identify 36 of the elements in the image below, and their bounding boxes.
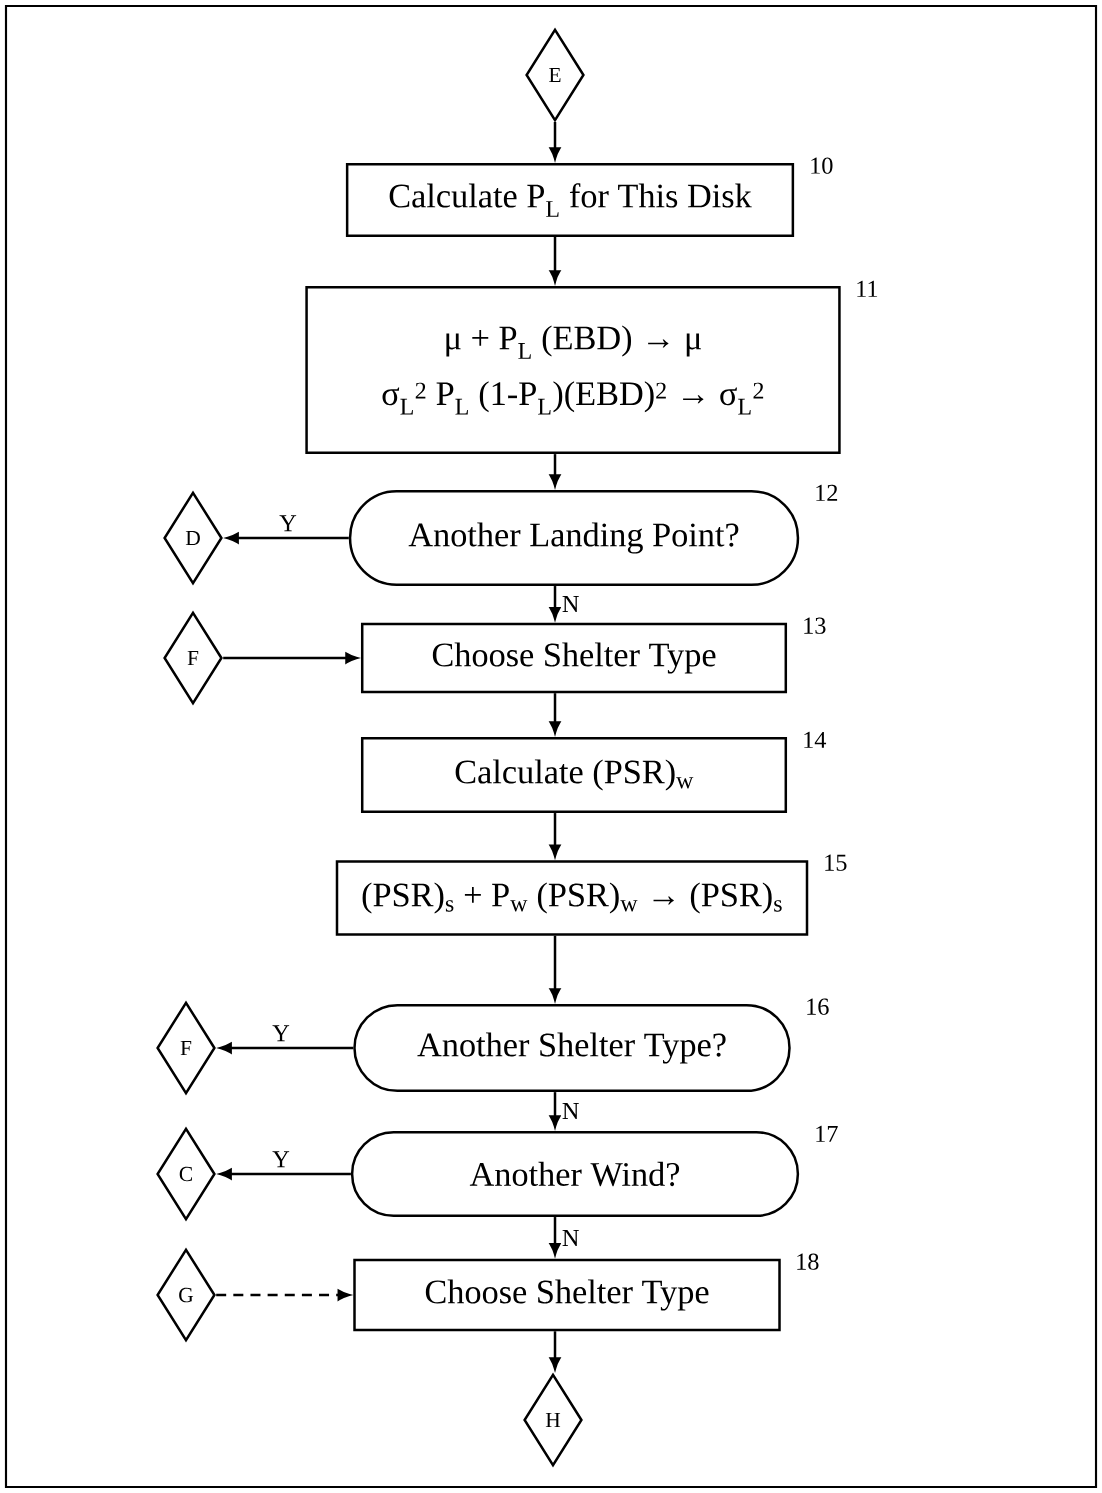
step-number: 14 bbox=[804, 731, 827, 748]
process-box: Calculate (PSR)$_{w}$ bbox=[360, 736, 788, 814]
arrow bbox=[549, 586, 561, 620]
decision-terminal: Another Landing Point? bbox=[348, 489, 800, 587]
step-number: 18 bbox=[797, 1253, 819, 1270]
step-number: 16 bbox=[807, 998, 829, 1015]
process-box: Calculate P$_{L}$ for This Disk bbox=[345, 163, 795, 237]
edge-label: N bbox=[561, 1229, 581, 1247]
process-box: μ + P$_{L}$ (EBD) → μ σ$_{L}$$^{2}$ P$_{L}$ (1-P$_{L}$)(EBD)$^{2}$ → σ$_{L}$2 bbox=[305, 285, 841, 455]
arrow bbox=[549, 935, 561, 1001]
arrow bbox=[549, 813, 561, 857]
step-number: 15 bbox=[825, 854, 847, 871]
edge-label: N bbox=[561, 1102, 581, 1120]
step-number: 11 bbox=[857, 280, 878, 297]
decision-terminal: Another Shelter Type? bbox=[353, 1003, 791, 1093]
step-number: 12 bbox=[816, 484, 838, 501]
arrow bbox=[549, 121, 561, 160]
arrow bbox=[216, 1289, 350, 1301]
step-number: 17 bbox=[816, 1125, 838, 1142]
arrow bbox=[549, 1331, 561, 1370]
arrow bbox=[223, 652, 358, 664]
arrow bbox=[549, 693, 561, 734]
process-box: (PSR)$_{s}$ + P$_{w}$ (PSR)$_{w}$ → (PSR)$_{s}$ bbox=[335, 860, 809, 936]
arrow bbox=[226, 532, 349, 544]
arrow bbox=[549, 236, 561, 283]
arrow bbox=[549, 1092, 561, 1128]
decision-terminal: Another Wind? bbox=[350, 1131, 800, 1218]
step-number: 10 bbox=[811, 157, 833, 174]
edge-label: N bbox=[561, 595, 581, 613]
arrow bbox=[219, 1168, 351, 1180]
step-number: 13 bbox=[804, 617, 826, 634]
process-box: Choose Shelter Type bbox=[360, 622, 788, 694]
arrow bbox=[549, 1217, 561, 1256]
arrow bbox=[549, 454, 561, 487]
process-box: Choose Shelter Type bbox=[353, 1258, 781, 1332]
arrow bbox=[219, 1042, 354, 1054]
